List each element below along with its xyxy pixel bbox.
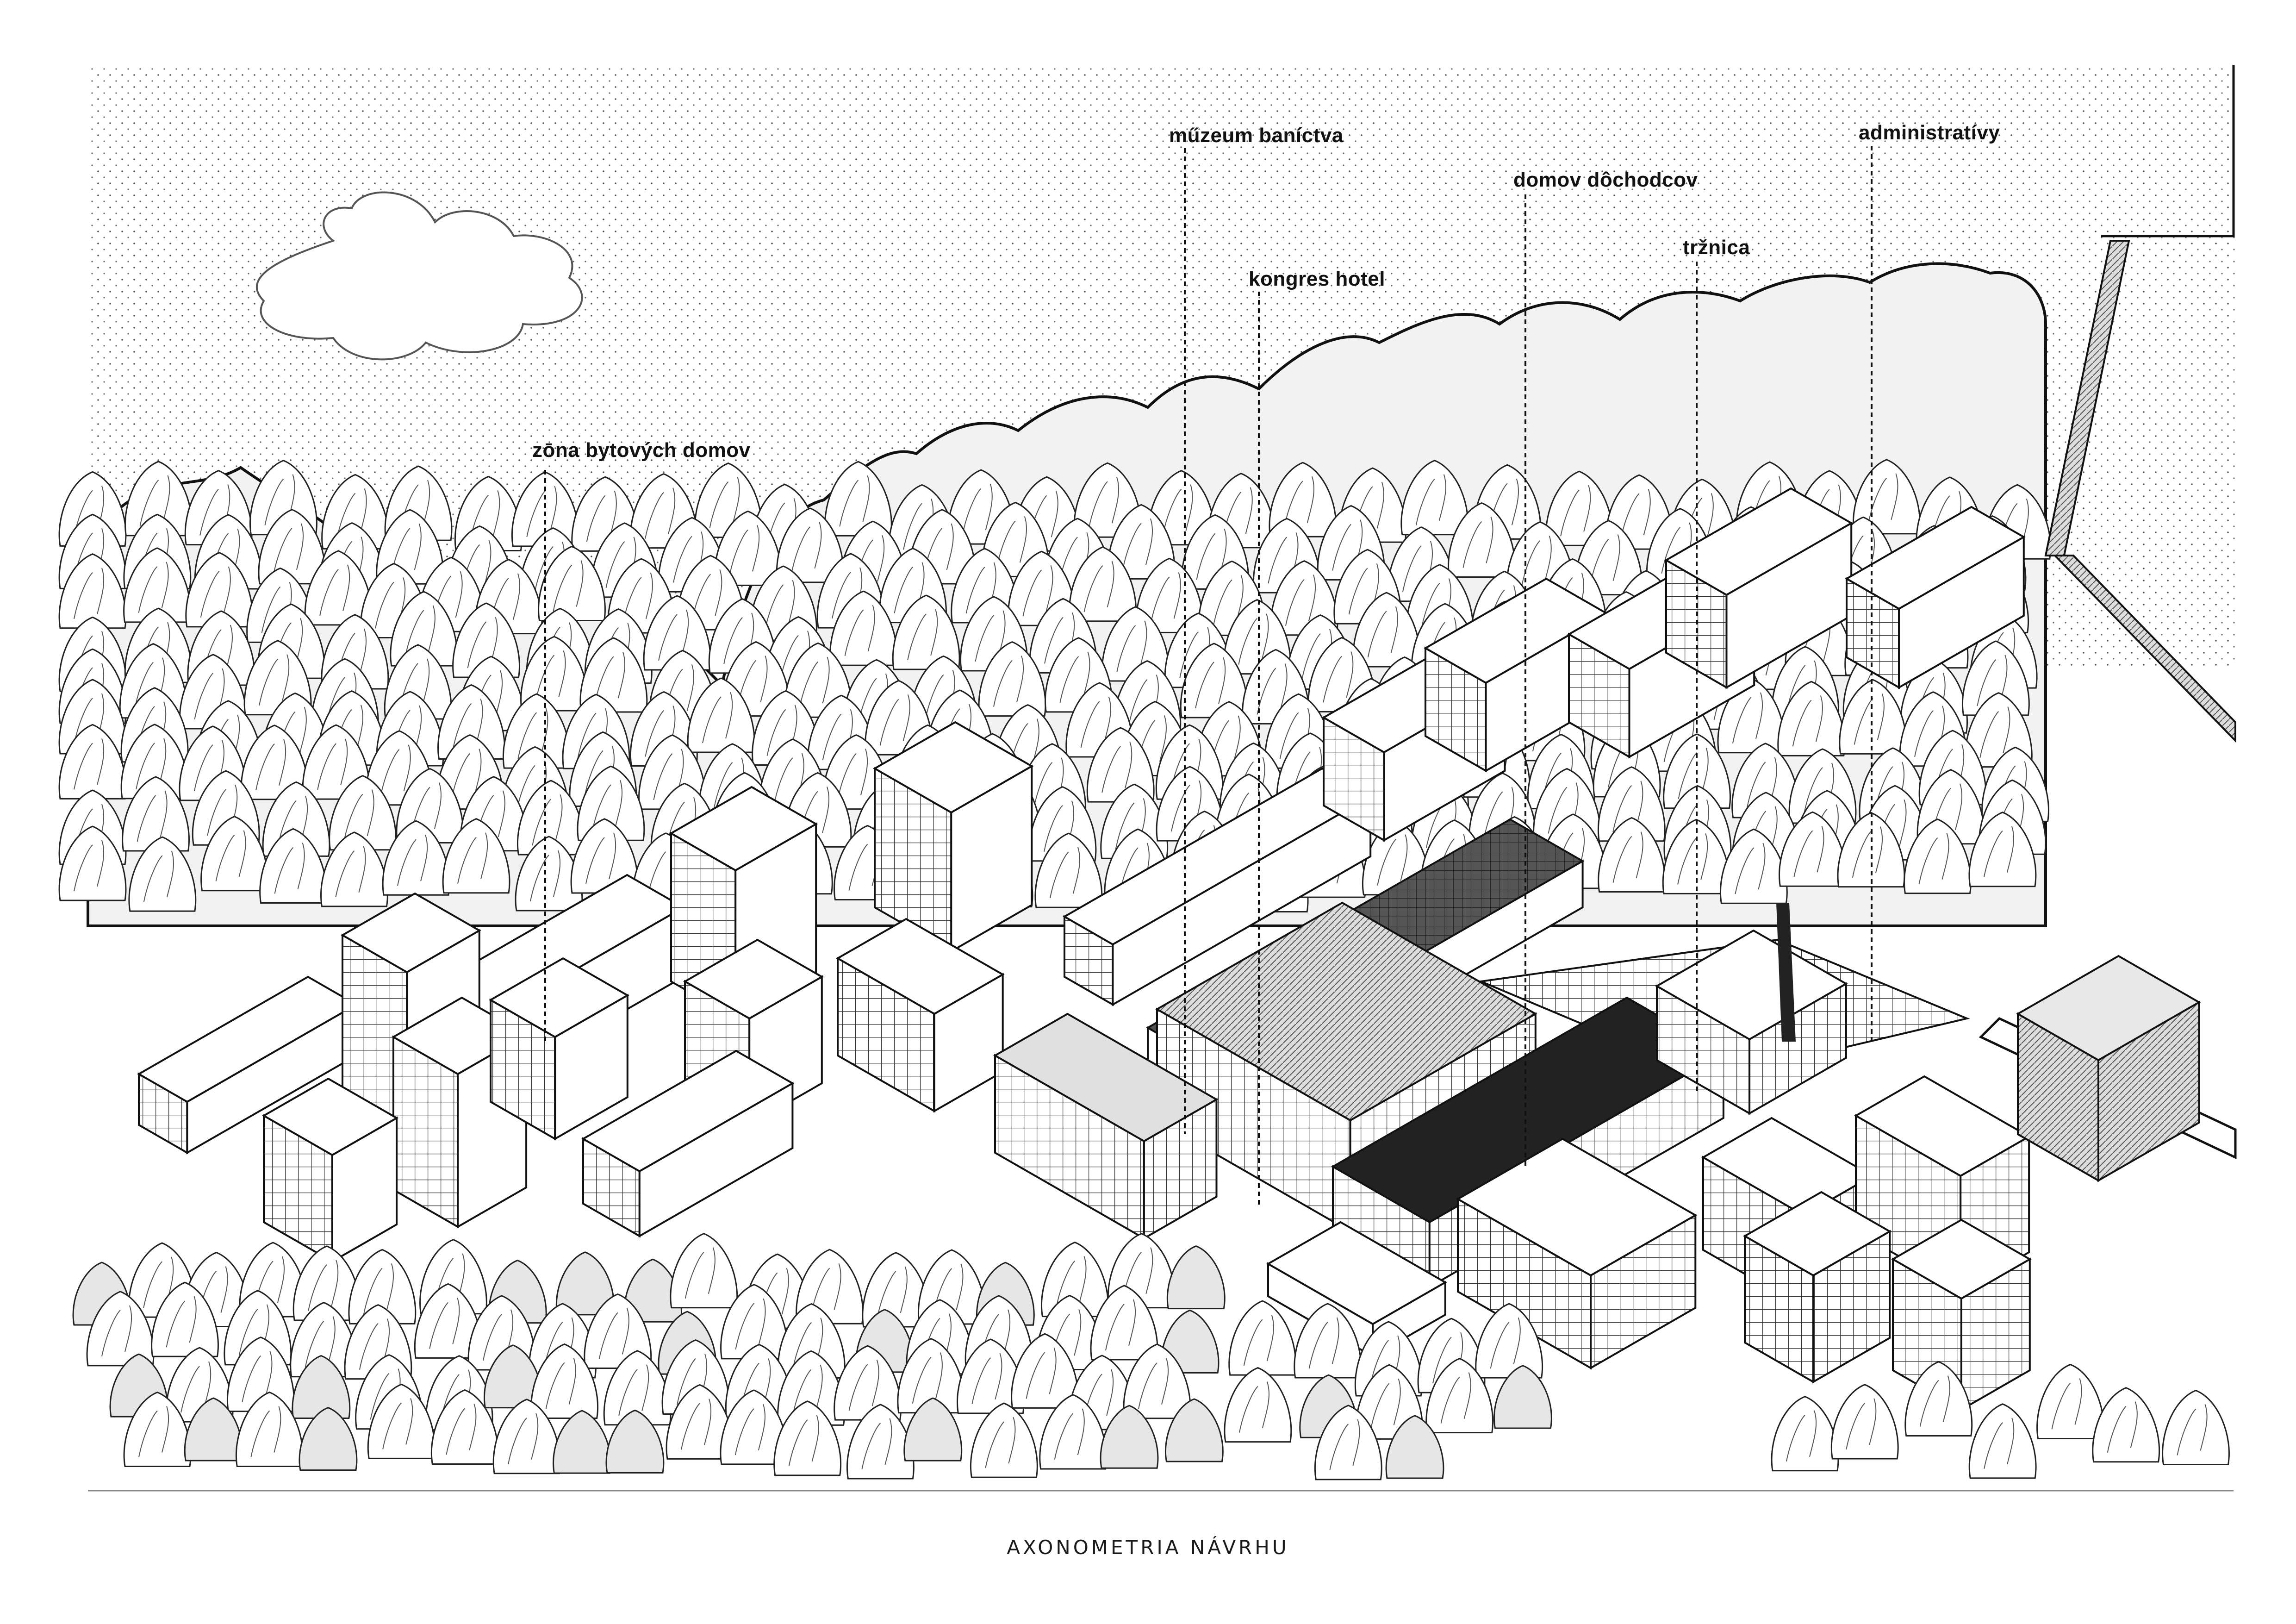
residential-tower bbox=[261, 1077, 399, 1263]
label-congress-hotel: kongres hotel bbox=[1249, 268, 1385, 290]
drawing-caption: AXONOMETRIA NÁVRHU bbox=[1007, 1536, 1289, 1559]
residential-block bbox=[581, 1049, 795, 1238]
sky-frame-corner bbox=[2101, 65, 2235, 237]
tree bbox=[670, 1233, 738, 1309]
residential-block bbox=[488, 957, 629, 1141]
residential-tower bbox=[872, 721, 1034, 953]
tree bbox=[2092, 1387, 2160, 1463]
tree bbox=[1968, 1403, 2037, 1479]
tree bbox=[1166, 1245, 1226, 1310]
tree bbox=[1224, 1367, 1292, 1443]
label-housing-zone: zōna bytových domov bbox=[532, 439, 751, 462]
label-administration: administratívy bbox=[1859, 121, 2000, 144]
leader-lines bbox=[544, 146, 1873, 1208]
label-market: tržnica bbox=[1683, 236, 1750, 259]
tree bbox=[2036, 1363, 2104, 1439]
tree bbox=[1228, 1300, 1297, 1376]
label-retirement-home: domov dôchodcov bbox=[1513, 169, 1698, 191]
glass-tower bbox=[2016, 955, 2201, 1182]
apartment-block bbox=[1742, 1191, 1892, 1384]
tree bbox=[970, 1402, 1038, 1478]
office-building bbox=[993, 1012, 1219, 1240]
tree bbox=[1830, 1384, 1899, 1460]
cloud bbox=[256, 191, 583, 361]
label-mining-museum: műzeum baníctva bbox=[1169, 124, 1344, 147]
apartment-block bbox=[1456, 1137, 1698, 1370]
tree bbox=[2162, 1390, 2230, 1466]
buildings bbox=[137, 487, 2201, 1412]
chimney bbox=[1776, 903, 1796, 1042]
market-hall bbox=[1655, 929, 1848, 1115]
apartment-block bbox=[1891, 1218, 2032, 1412]
residential-block bbox=[835, 918, 1005, 1113]
residential-block bbox=[1844, 506, 2026, 689]
tree bbox=[1771, 1396, 1839, 1472]
tree bbox=[553, 1410, 611, 1474]
